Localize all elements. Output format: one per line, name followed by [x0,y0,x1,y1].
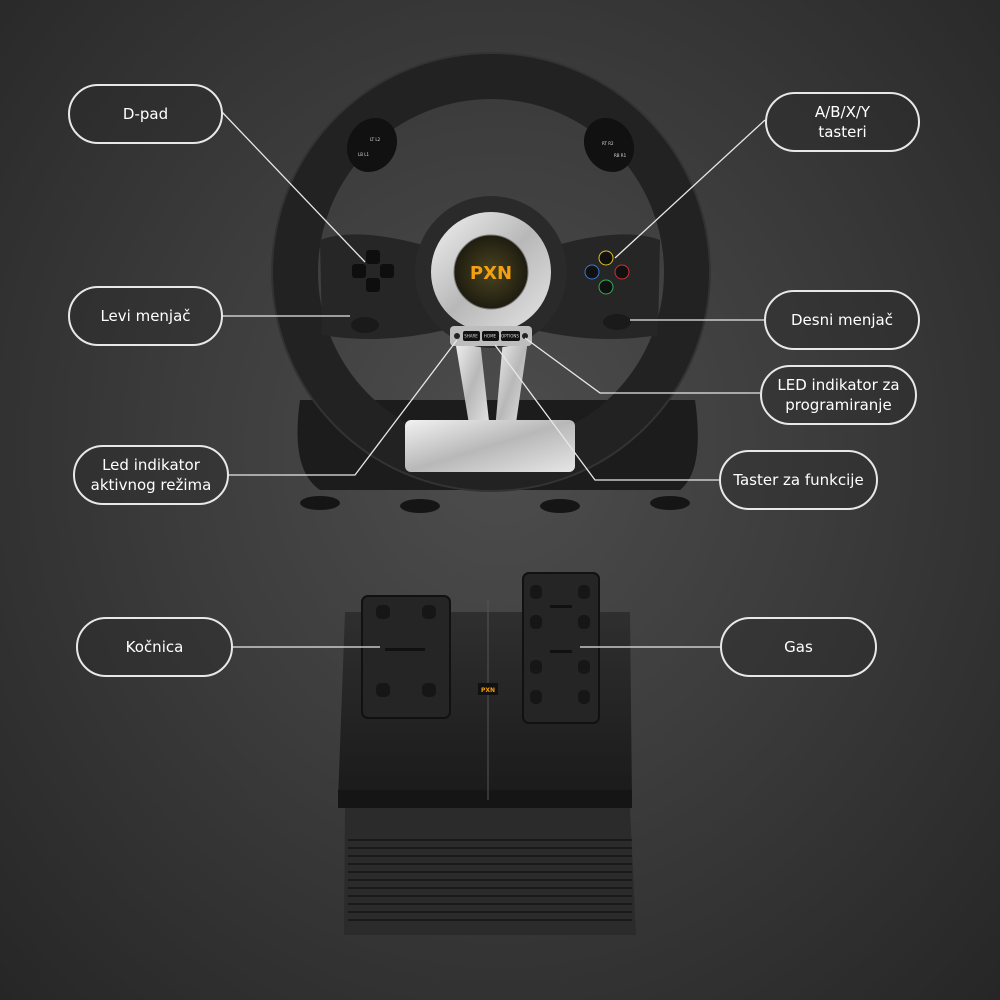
callout-text: A/B/X/Y tasteri [814,103,871,141]
callout-text: D-pad [122,105,169,123]
gas-pedal [522,572,600,724]
callout-text: Desni menjač [791,311,893,329]
steering-wheel: LT L2 LB L1 RT R2 RB R1 [271,52,711,492]
callout-text: Gas [784,638,813,656]
svg-text:HOME: HOME [484,334,497,339]
callout-dpad: D-pad [68,84,223,144]
svg-text:RT R2: RT R2 [602,141,614,146]
callout-text: Kočnica [125,638,184,656]
callout-left-shifter: Levi menjač [68,286,223,346]
callout-text: Taster za funkcije [733,471,864,489]
callout-brake: Kočnica [76,617,233,677]
svg-text:SHARE: SHARE [464,334,478,339]
svg-text:LT L2: LT L2 [370,137,381,142]
svg-text:LB L1: LB L1 [358,152,369,157]
share-button [463,331,480,341]
callout-right-shifter: Desni menjač [764,290,920,350]
options-button [501,331,520,341]
callout-led-programming: LED indikator za programiranje [760,365,917,425]
pxn-logo: PXN [470,263,512,284]
brake-pedal [361,595,451,719]
led-mode-indicator [454,333,460,339]
pedal-unit: PXN [338,572,636,935]
svg-text:PXN: PXN [481,687,495,694]
led-program-indicator [522,333,528,339]
callout-led-mode: Led indikator aktivnog režima [73,445,229,505]
callout-gas: Gas [720,617,877,677]
callout-abxy-buttons: A/B/X/Y tasteri [765,92,920,152]
callout-text: LED indikator za programiranje [777,376,900,414]
home-button [482,331,499,341]
callout-function-button: Taster za funkcije [719,450,878,510]
callout-text: Levi menjač [100,307,191,325]
face-buttons [584,250,630,295]
left-bumpers: LT L2 LB L1 [346,117,398,173]
leader-lines [221,111,766,648]
svg-text:RB R1: RB R1 [614,153,627,158]
right-bumpers: RT R2 RB R1 [583,117,635,173]
dpad-icon [352,250,394,292]
callout-text: Led indikator aktivnog režima [90,456,212,494]
svg-text:OPTIONS: OPTIONS [501,334,519,339]
